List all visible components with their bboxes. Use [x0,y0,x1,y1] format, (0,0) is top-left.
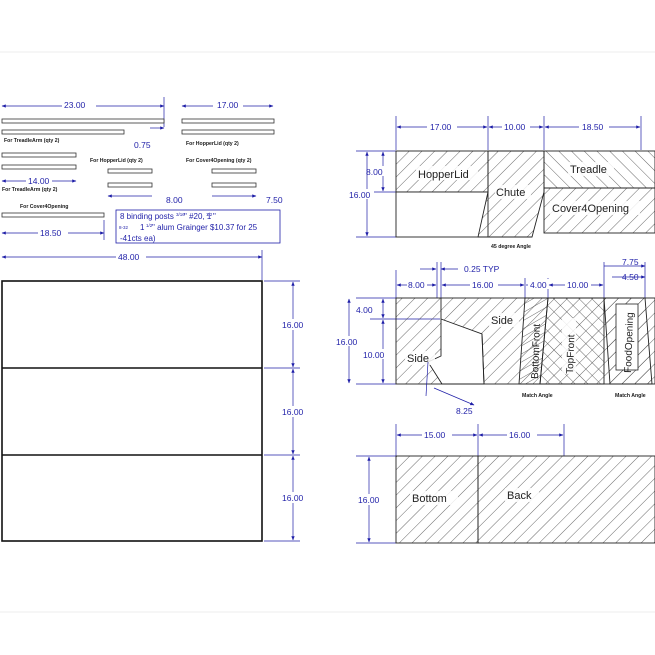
strip-cut-list: 23.00 0.75 For TreadleArm (qty 2) 17.00 … [1,97,283,240]
dim-mid-10: 10.00 [567,280,589,290]
label-side-left: Side [407,353,429,365]
food-opening-slot [615,303,639,371]
label-back: Back [507,490,532,502]
note-line-3: -41cts ea) [120,234,156,243]
strip-rail [211,182,257,188]
dim-strip-7-5: 7.50 [266,195,283,205]
label-hopper-lid-1: For HopperLid (qty 2) [186,141,239,147]
label-treadle-arm-1: For TreadleArm (qty 2) [4,138,60,144]
layout-bottom: 15.00 16.00 16.00 Bottom Back [356,424,655,544]
label-bottom: Bottom [412,493,447,505]
strip-rail [181,129,275,135]
dim-mid-4: 4.00 [530,280,547,290]
label-top-front: TopFront [565,334,577,374]
dim-mid-typ: 0.25 TYP [464,264,500,274]
label-food-opening: FoodOpening [623,312,636,373]
dim-offset: 0.75 [134,140,151,150]
board-layout: 48.00 16.00 16.00 16.00 [1,250,306,542]
dim-strip-8: 8.00 [166,195,183,205]
label-hopper-lid-2: For HopperLid (qty 2) [90,158,143,164]
label-cover-opening-2: For Cover4Opening [20,204,68,210]
note-line-2: 1 [140,223,145,232]
hardware-note: 8 binding posts 3/16 " #20, 1 1/2 " 8-32… [115,209,281,244]
note-line-1-end: " [213,212,216,221]
note-box [115,209,281,244]
dim-bottom-15: 15.00 [424,430,446,440]
dim-board-sec-2: 16.00 [282,407,304,417]
dim-board-sec-3: 16.00 [282,493,304,503]
note-frac-2: 1/2 [206,212,213,217]
dim-mid-h16: 16.00 [336,337,358,347]
dim-board-48: 48.00 [118,252,140,262]
dim-mid-7-75: 7.75 [622,257,639,267]
label-45-degree: 45 degree Angle [491,244,531,250]
note-line-1-rest: " #20, 1 [184,212,212,221]
label-treadle: Treadle [570,164,607,176]
dim-top-h16: 16.00 [349,190,371,200]
dim-strip-23: 23.00 [64,100,86,110]
dim-mid-8-25: 8.25 [456,406,473,416]
strip-rail [1,152,77,158]
label-chute: Chute [496,187,525,199]
dim-line-angle [433,387,475,406]
strip-rail [1,129,125,135]
label-match-angle-2: Match Angle [615,393,646,399]
layout-mid: 0.25 TYP 8.00 16.00 4.00 10.00 7.75 4.50… [334,257,655,416]
dim-mid-h4: 4.00 [356,305,373,315]
strip-rail [1,212,105,218]
strip-rail [107,182,153,188]
note-line-2-end: " alum Grainger $10.37 for 25 [152,223,258,232]
strip-rail [1,118,165,124]
label-bottom-front: BottomFront [530,324,543,380]
dim-strip-18-5: 18.50 [40,228,62,238]
label-cover-opening-1: For Cover4Opening (qty 2) [186,158,252,164]
dim-strip-17: 17.00 [217,100,239,110]
strip-rail [211,168,257,174]
dim-mid-4-5: 4.50 [622,272,639,282]
note-line-1: 8 binding posts [120,212,174,221]
board-outline [1,280,263,542]
strip-rail [1,164,77,170]
layout-top: 17.00 10.00 18.50 8.00 16.00 HopperLid C… [348,116,655,250]
note-frac-4: 1/2 [146,223,153,228]
label-cover-opening: Cover4Opening [552,203,629,215]
dim-mid-8: 8.00 [408,280,425,290]
dim-mid-16: 16.00 [472,280,494,290]
dim-top-h8: 8.00 [366,167,383,177]
dim-top-10: 10.00 [504,122,526,132]
dim-strip-14: 14.00 [28,176,50,186]
dim-top-18-5: 18.50 [582,122,604,132]
label-side-right: Side [491,315,513,327]
strip-rail [107,168,153,174]
label-hopper-lid: HopperLid [418,169,469,181]
dim-bottom-h16: 16.00 [358,495,380,505]
note-frac-1: 3/16 [176,212,185,217]
dim-board-sec-1: 16.00 [282,320,304,330]
ext-line [425,361,429,397]
label-treadle-arm-2: For TreadleArm (qty 2) [2,187,58,193]
part-blank [395,191,489,238]
dim-mid-h10: 10.00 [363,350,385,360]
dim-bottom-16: 16.00 [509,430,531,440]
dim-top-17: 17.00 [430,122,452,132]
strip-rail [181,118,275,124]
part-back [477,455,655,544]
note-frac-3: 8-32 [119,225,129,230]
label-match-angle-1: Match Angle [522,393,553,399]
